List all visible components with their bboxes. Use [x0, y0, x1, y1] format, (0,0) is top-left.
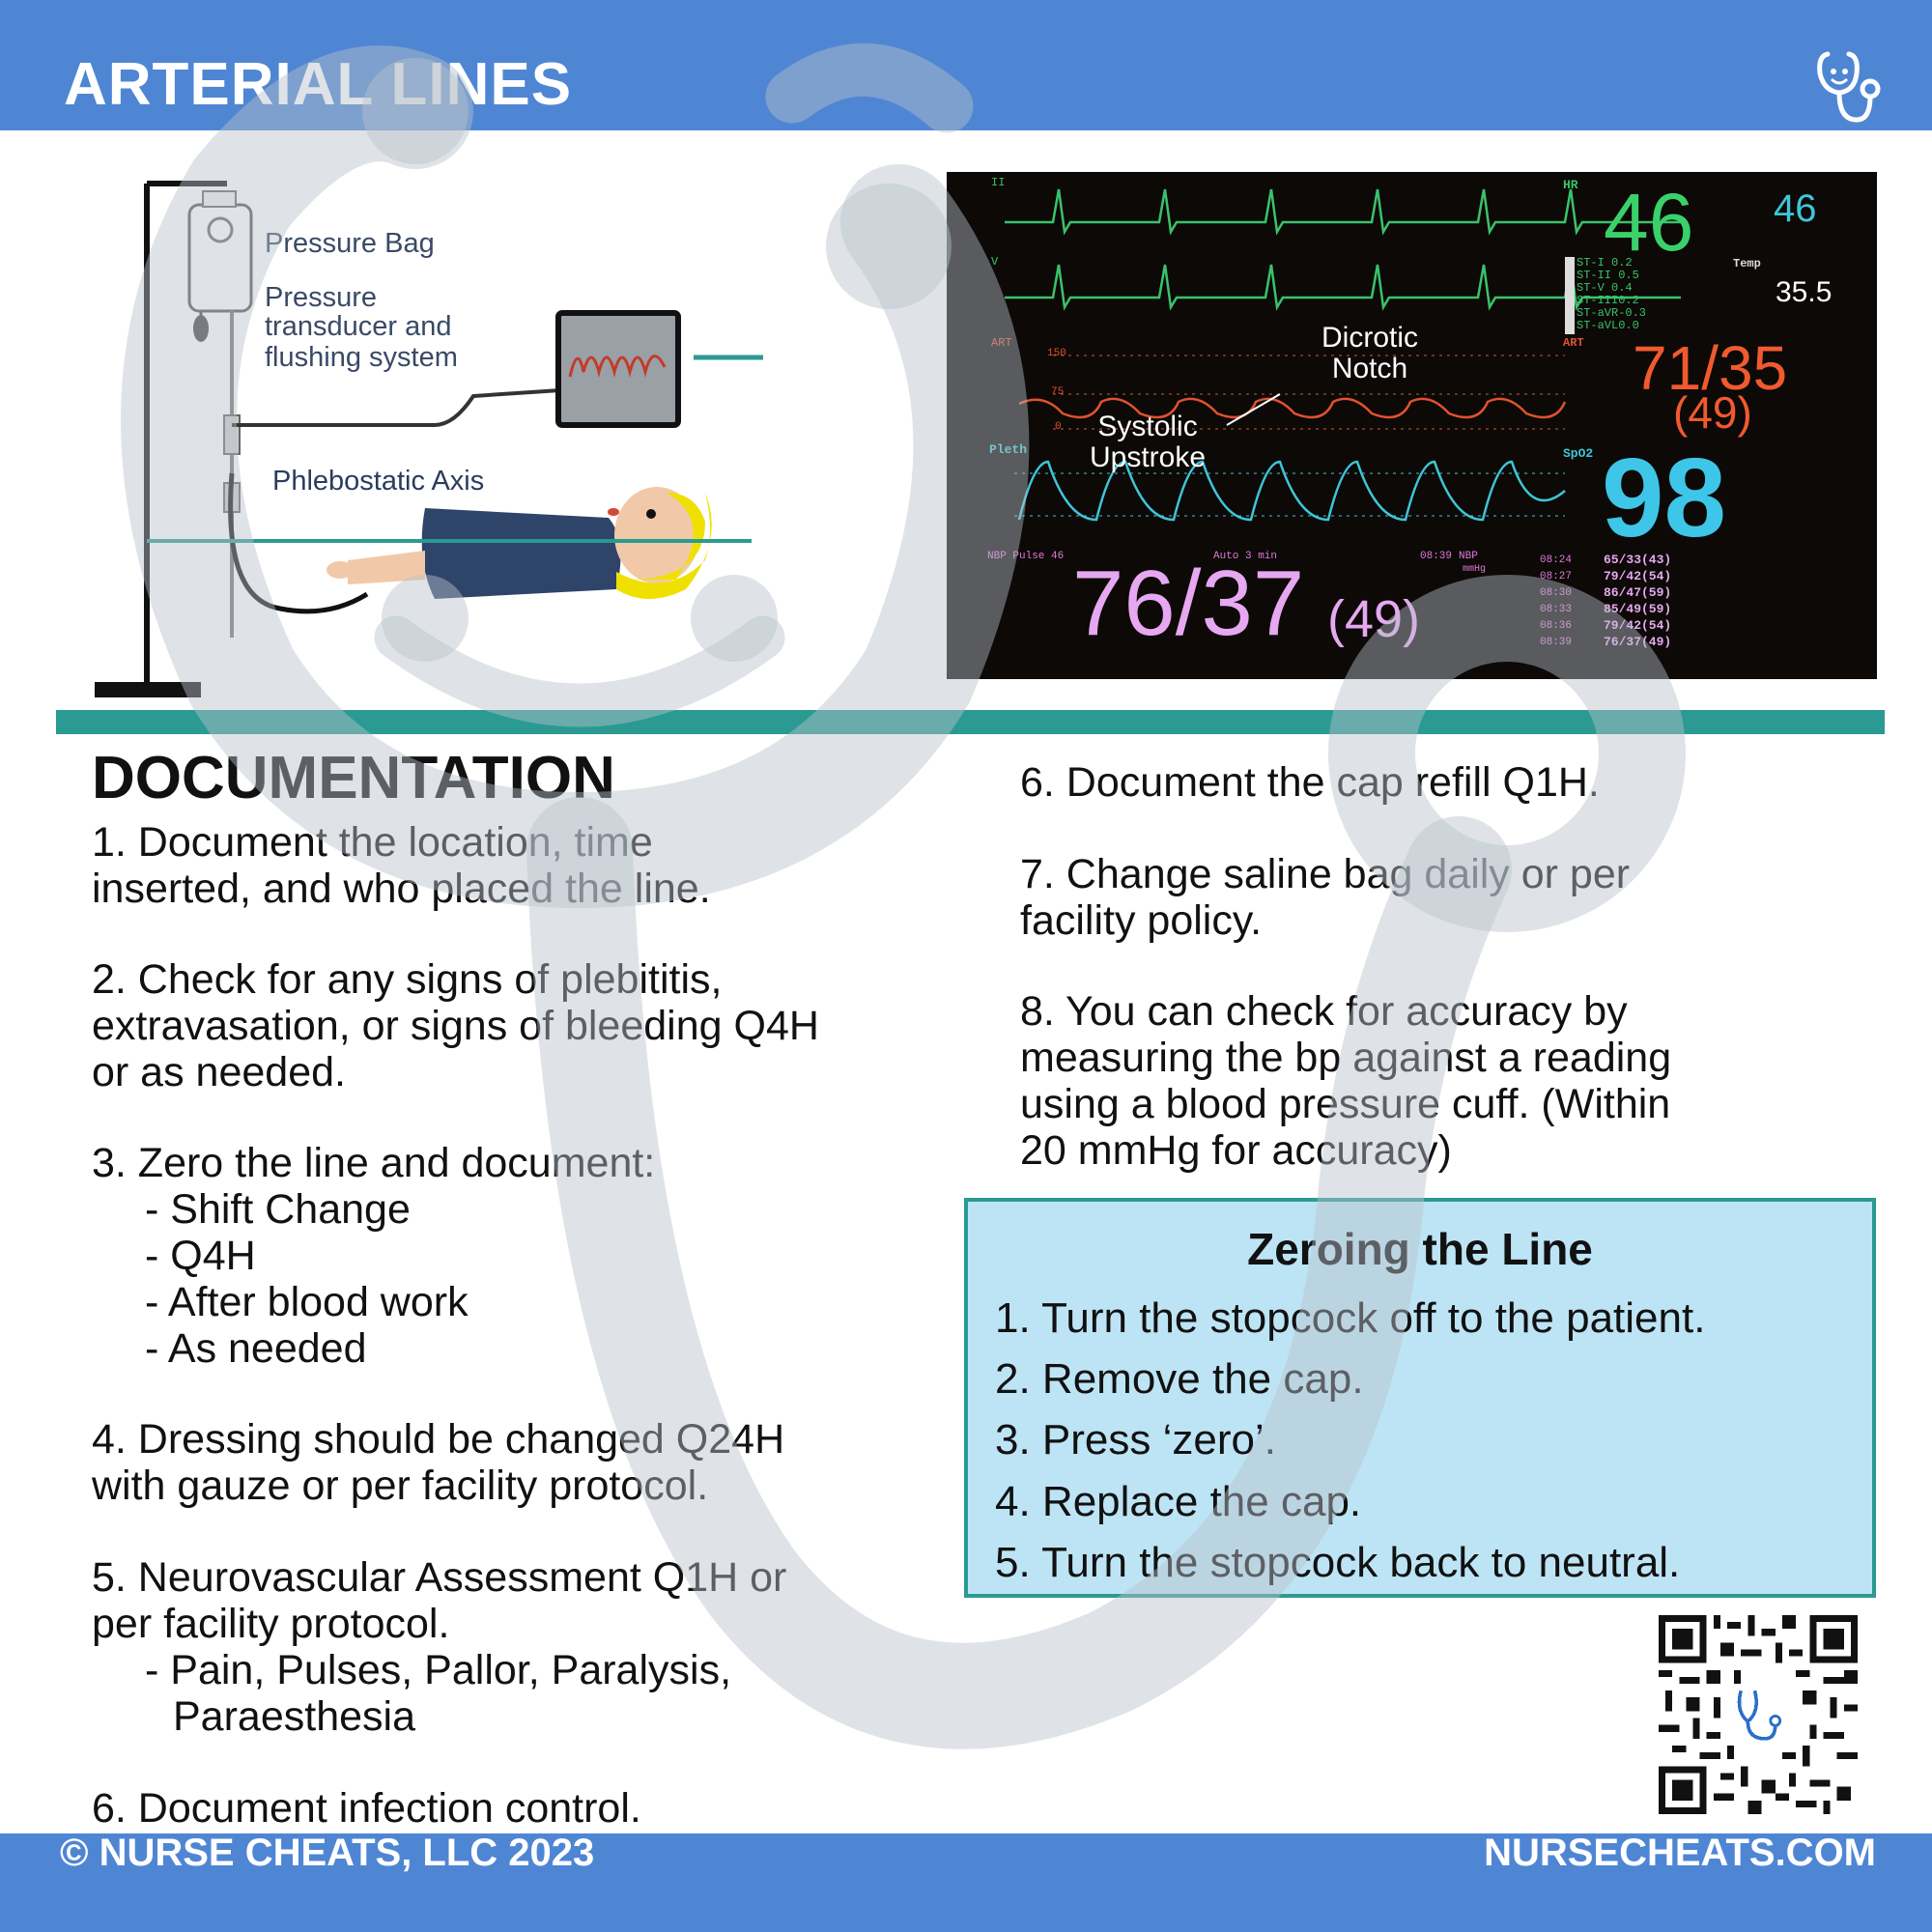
- nbp-time: 08:39: [1420, 551, 1453, 562]
- art-value: 71/35: [1633, 333, 1788, 403]
- hr-small-value: 46: [1774, 187, 1817, 230]
- art-mean: (49): [1673, 387, 1752, 438]
- stethoscope-icon: [1817, 51, 1881, 123]
- qr-code[interactable]: [1659, 1615, 1858, 1814]
- zeroing-step: 2. Remove the cap.: [995, 1355, 1364, 1403]
- spo2-label: SpO2: [1563, 446, 1594, 461]
- doc-item-6-infection: 6. Document infection control.: [92, 1785, 641, 1832]
- temp-label: Temp: [1733, 257, 1761, 270]
- transducer-label-2: transducer and: [265, 311, 452, 342]
- nbp-header: NBP Pulse 46: [987, 551, 1065, 562]
- spo2-value: 98: [1602, 435, 1727, 560]
- pleth-label: Pleth: [989, 442, 1028, 457]
- doc-item-8: 8. You can check for accuracy by measuri…: [1020, 988, 1672, 1174]
- patient-line: [228, 472, 369, 614]
- footer-website-link[interactable]: NURSECHEATS.COM: [1484, 1832, 1876, 1874]
- ecg-trace-ii: [1005, 188, 1681, 236]
- doc-item-7: 7. Change saline bag daily or per facili…: [1020, 851, 1631, 944]
- nbp-value: 76/37: [1072, 552, 1305, 655]
- zeroing-title: Zeroing the Line: [1247, 1224, 1593, 1274]
- dicrotic-notch-label: Dicrotic Notch: [1321, 322, 1419, 384]
- pressure-bag-label: Pressure Bag: [265, 228, 435, 259]
- transducer-cable: [232, 388, 561, 427]
- phlebostatic-axis-label: Phlebostatic Axis: [272, 466, 485, 497]
- art-scale-0: 0: [1055, 421, 1062, 433]
- header-bar: [0, 0, 1932, 130]
- hr-value: 46: [1604, 177, 1694, 268]
- zeroing-box: Zeroing the Line 1. Turn the stopcock of…: [964, 1198, 1876, 1598]
- mini-monitor: [555, 310, 681, 428]
- doc-item-2: 2. Check for any signs of plebititis, ex…: [92, 956, 819, 1095]
- art-left-label: ART: [991, 336, 1012, 350]
- art-scale-150: 150: [1047, 348, 1066, 359]
- hr-label: HR: [1563, 178, 1578, 192]
- ecg-trace-v: [1005, 264, 1681, 311]
- zeroing-step: 3. Press ‘zero’.: [995, 1416, 1276, 1463]
- patient-monitor: II V HR 46 46 Temp 35.5 ST-I 0.2 ST-II 0…: [947, 172, 1877, 679]
- documentation-heading: DOCUMENTATION: [92, 745, 615, 811]
- nbp-mean: (49): [1327, 590, 1421, 648]
- nbp-auto: Auto 3 min: [1213, 551, 1278, 562]
- pleth-waveform: [1017, 460, 1566, 522]
- doc-item-5: 5. Neurovascular Assessment Q1H or per f…: [92, 1554, 787, 1740]
- art-scale-75: 75: [1051, 386, 1065, 398]
- doc-item-4: 4. Dressing should be changed Q24H with …: [92, 1416, 785, 1509]
- lead-ii-label: II: [991, 176, 1006, 189]
- bulb: [193, 315, 209, 342]
- page-title: ARTERIAL LINES: [64, 51, 573, 118]
- zeroing-step: 1. Turn the stopcock off to the patient.: [995, 1294, 1706, 1342]
- nbp-unit: mmHg: [1463, 564, 1487, 575]
- patient-figure: [327, 487, 712, 599]
- arterial-line-setup-diagram: [95, 181, 763, 697]
- footer-bar: [0, 1833, 1932, 1932]
- lead-v-label: V: [991, 255, 999, 269]
- footer-copyright: © NURSE CHEATS, LLC 2023: [60, 1832, 595, 1874]
- transducer-label-3: flushing system: [265, 342, 458, 373]
- arterial-waveform: [1018, 397, 1567, 419]
- zeroing-step: 4. Replace the cap.: [995, 1478, 1362, 1525]
- doc-item-1: 1. Document the location, time inserted,…: [92, 819, 711, 912]
- doc-item-3: 3. Zero the line and document: - Shift C…: [92, 1140, 656, 1372]
- doc-item-6-cap: 6. Document the cap refill Q1H.: [1020, 759, 1600, 806]
- art-label: ART: [1563, 336, 1584, 350]
- zeroing-step: 5. Turn the stopcock back to neutral.: [995, 1539, 1681, 1586]
- nbp-label: NBP: [1459, 551, 1478, 562]
- systolic-upstroke-label: Systolic Upstroke: [1090, 411, 1207, 473]
- section-divider: [56, 710, 1885, 734]
- temp-value: 35.5: [1776, 276, 1833, 308]
- transducer-label-1: Pressure: [265, 282, 378, 313]
